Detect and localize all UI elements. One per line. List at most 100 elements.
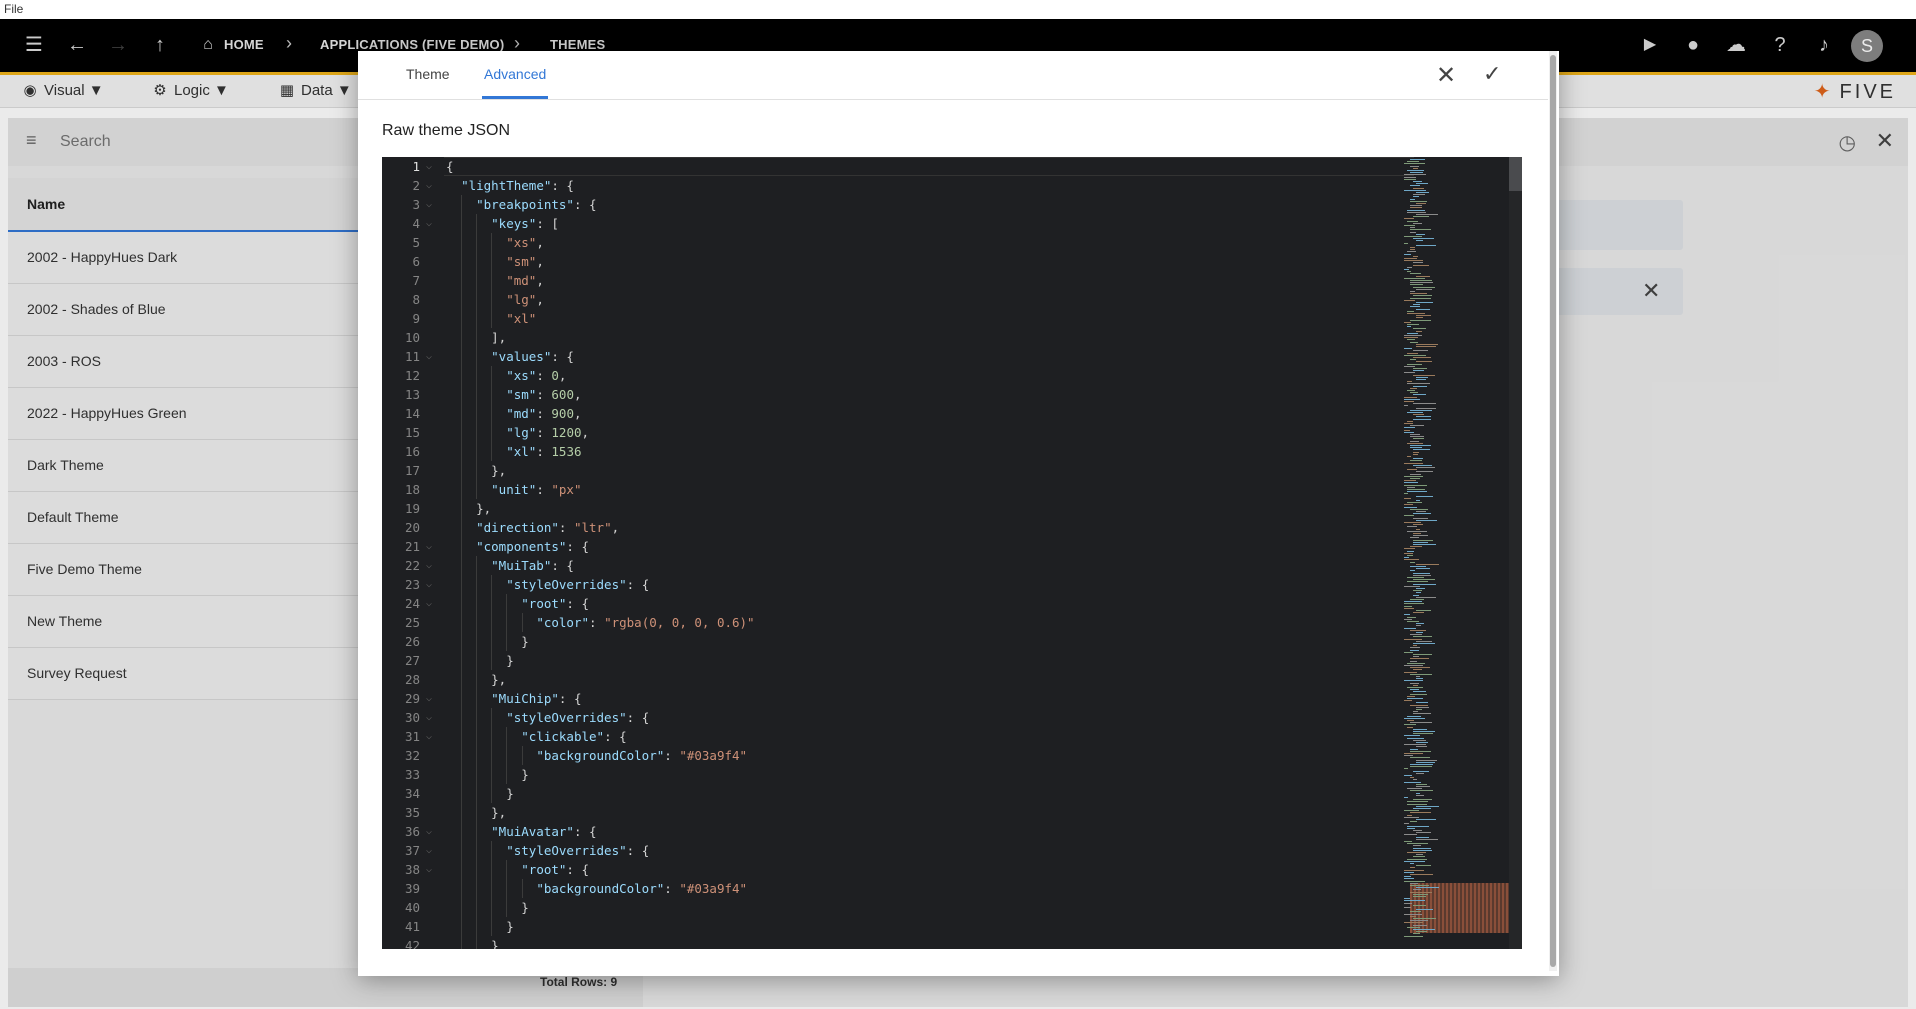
fold-chevron-icon[interactable]: ⌵ bbox=[426, 161, 433, 172]
list-item[interactable]: Five Demo Theme bbox=[8, 544, 358, 596]
fold-chevron-icon[interactable]: ⌵ bbox=[426, 864, 433, 875]
fold-chevron-icon[interactable]: ⌵ bbox=[426, 199, 433, 210]
visual-menu[interactable]: ◉Visual ▼ bbox=[20, 81, 103, 99]
minimap-line bbox=[1410, 546, 1422, 548]
save-check-button[interactable]: ✓ bbox=[1483, 61, 1502, 86]
minimap-line bbox=[1404, 236, 1422, 237]
up-arrow-icon[interactable]: ↑ bbox=[155, 34, 165, 56]
home-icon[interactable]: ⌂ bbox=[203, 36, 213, 53]
json-code-editor[interactable]: 1⌵{2⌵ "lightTheme": {3⌵ "breakpoints": {… bbox=[382, 157, 1522, 949]
minimap-line bbox=[1410, 658, 1429, 660]
minimap-line bbox=[1416, 794, 1424, 796]
dialog-scrollbar-thumb[interactable] bbox=[1550, 55, 1556, 967]
minimap-line bbox=[1407, 313, 1425, 314]
indent-guide bbox=[476, 461, 478, 480]
indent-guide bbox=[491, 632, 493, 651]
fold-chevron-icon[interactable]: ⌵ bbox=[426, 351, 433, 362]
indent-guide bbox=[476, 328, 478, 347]
fold-chevron-icon[interactable]: ⌵ bbox=[426, 598, 433, 609]
editor-scrollbar[interactable] bbox=[1509, 157, 1522, 949]
help-icon[interactable]: ? bbox=[1774, 34, 1786, 56]
fold-chevron-icon[interactable]: ⌵ bbox=[426, 560, 433, 571]
file-menu[interactable]: File bbox=[4, 2, 24, 16]
minimap-line bbox=[1413, 856, 1425, 858]
minimap-line bbox=[1410, 229, 1431, 231]
minimap-line bbox=[1416, 500, 1420, 501]
line-number: 23 bbox=[404, 577, 420, 592]
hamburger-menu-icon[interactable]: ☰ bbox=[25, 34, 43, 56]
breadcrumb-themes[interactable]: THEMES bbox=[550, 37, 606, 52]
minimap-line bbox=[1410, 247, 1415, 248]
indent-guide bbox=[461, 841, 463, 860]
fold-chevron-icon[interactable]: ⌵ bbox=[426, 845, 433, 856]
minimap-line bbox=[1404, 480, 1416, 482]
minimap-line bbox=[1404, 475, 1423, 477]
list-item[interactable]: 2022 - HappyHues Green bbox=[8, 388, 358, 440]
list-item[interactable]: 2003 - ROS bbox=[8, 336, 358, 388]
breadcrumb-applications[interactable]: APPLICATIONS (FIVE DEMO) bbox=[320, 37, 505, 52]
code-text: "md": 900, bbox=[506, 406, 582, 421]
minimap-line bbox=[1416, 746, 1427, 748]
fold-chevron-icon[interactable]: ⌵ bbox=[426, 541, 433, 552]
list-item[interactable]: 2002 - Shades of Blue bbox=[8, 284, 358, 336]
code-text: "sm", bbox=[506, 254, 544, 269]
fold-chevron-icon[interactable]: ⌵ bbox=[426, 826, 433, 837]
minimap-line bbox=[1410, 159, 1425, 160]
bell-icon[interactable]: ♪ bbox=[1819, 34, 1829, 56]
minimap-line bbox=[1410, 440, 1419, 442]
column-header-name[interactable]: Name bbox=[8, 178, 358, 232]
form-field[interactable] bbox=[1555, 200, 1683, 250]
minimap-line bbox=[1413, 904, 1426, 906]
indent-guide bbox=[461, 537, 463, 556]
close-dialog-button[interactable]: ✕ bbox=[1436, 62, 1457, 89]
editor-minimap[interactable] bbox=[1402, 157, 1510, 949]
minimap-line bbox=[1410, 722, 1432, 724]
line-number: 32 bbox=[404, 748, 420, 763]
close-icon[interactable]: ✕ bbox=[1875, 128, 1894, 153]
form-field[interactable] bbox=[1555, 268, 1683, 315]
minimap-line bbox=[1413, 933, 1420, 935]
history-icon[interactable]: ◷ bbox=[1838, 132, 1856, 154]
minimap-line bbox=[1410, 478, 1420, 479]
list-item[interactable]: New Theme bbox=[8, 596, 358, 648]
indent-guide bbox=[461, 290, 463, 309]
fold-chevron-icon[interactable]: ⌵ bbox=[426, 579, 433, 590]
tab-theme[interactable]: Theme bbox=[406, 66, 450, 82]
fold-chevron-icon[interactable]: ⌵ bbox=[426, 180, 433, 191]
run-icon[interactable]: ▶ bbox=[1643, 36, 1657, 53]
minimap-line bbox=[1404, 907, 1411, 908]
minimap-line bbox=[1404, 775, 1412, 776]
minimap-line bbox=[1407, 788, 1422, 790]
dialog-scrollbar[interactable] bbox=[1549, 51, 1557, 971]
search-feedback-icon[interactable]: ● bbox=[1686, 34, 1700, 56]
filter-icon[interactable]: ≡ bbox=[26, 130, 37, 150]
code-line: 36⌵ "MuiAvatar": { bbox=[382, 822, 1382, 841]
list-item[interactable]: 2002 - HappyHues Dark bbox=[8, 232, 358, 284]
chat-icon[interactable]: ☁ bbox=[1726, 34, 1746, 56]
logic-menu[interactable]: ⚙Logic ▼ bbox=[150, 81, 229, 99]
minimap-line bbox=[1407, 555, 1413, 556]
list-item[interactable]: Survey Request bbox=[8, 648, 358, 700]
minimap-line bbox=[1404, 834, 1417, 836]
fold-chevron-icon[interactable]: ⌵ bbox=[426, 693, 433, 704]
clear-field-icon[interactable]: ✕ bbox=[1642, 278, 1661, 303]
indent-guide bbox=[461, 936, 463, 949]
fold-chevron-icon[interactable]: ⌵ bbox=[426, 218, 433, 229]
list-item[interactable]: Default Theme bbox=[8, 492, 358, 544]
list-item[interactable]: Dark Theme bbox=[8, 440, 358, 492]
indent-guide bbox=[491, 727, 493, 746]
tab-advanced[interactable]: Advanced bbox=[484, 66, 547, 82]
fold-chevron-icon[interactable]: ⌵ bbox=[426, 712, 433, 723]
breadcrumb-home[interactable]: HOME bbox=[224, 37, 264, 52]
fold-chevron-icon[interactable]: ⌵ bbox=[426, 731, 433, 742]
minimap-line bbox=[1410, 425, 1424, 427]
avatar[interactable]: S bbox=[1851, 30, 1883, 62]
search-input[interactable] bbox=[58, 132, 362, 152]
editor-scrollbar-thumb[interactable] bbox=[1509, 157, 1522, 191]
forward-arrow-icon[interactable]: → bbox=[108, 34, 128, 56]
minimap-line bbox=[1407, 695, 1415, 697]
data-menu[interactable]: ▦Data ▼ bbox=[277, 81, 352, 99]
back-arrow-icon[interactable]: ← bbox=[67, 34, 87, 56]
minimap-line bbox=[1404, 354, 1426, 356]
minimap-line bbox=[1410, 915, 1416, 917]
